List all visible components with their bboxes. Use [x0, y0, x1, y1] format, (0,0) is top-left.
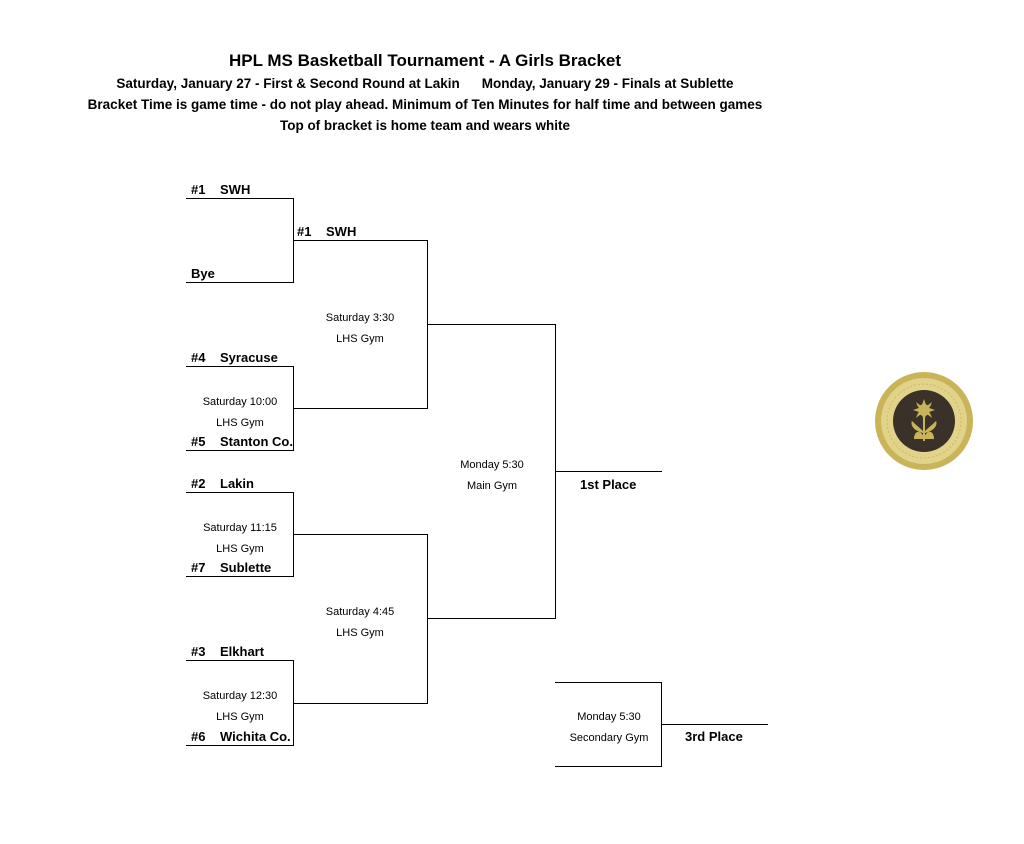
team-seed: #1: [191, 182, 206, 197]
bracket-line: [661, 724, 768, 725]
bracket-line: [293, 703, 428, 704]
bracket-line: [555, 682, 662, 683]
bracket-line: [186, 282, 294, 283]
team-seed: #3: [191, 644, 206, 659]
game-info: Saturday 10:00 LHS Gym: [192, 396, 288, 438]
game-site: Secondary Gym: [569, 732, 649, 744]
game-site: LHS Gym: [216, 417, 264, 429]
team-slot: #7 Sublette: [191, 560, 271, 575]
team-seed: #5: [191, 434, 206, 449]
team-name: Syracuse: [220, 350, 278, 365]
hi-plains-league-logo: [874, 371, 974, 476]
team-slot: #1 SWH: [191, 182, 250, 197]
game-info: Saturday 3:30 LHS Gym: [312, 312, 408, 354]
team-slot: #6 Wichita Co.: [191, 729, 291, 744]
bracket-line: [186, 492, 294, 493]
team-name: SWH: [220, 182, 251, 197]
game-site: LHS Gym: [336, 627, 384, 639]
game-time: Saturday 11:15: [203, 522, 277, 534]
team-slot: #4 Syracuse: [191, 350, 278, 365]
bracket-line: [555, 471, 662, 472]
team-slot: #2 Lakin: [191, 476, 254, 491]
bracket-line: [427, 324, 556, 325]
home-team-note: Top of bracket is home team and wears wh…: [279, 118, 571, 133]
first-place-label: 1st Place: [580, 477, 637, 492]
game-info: Monday 5:30 Secondary Gym: [556, 711, 662, 753]
team-name: Sublette: [220, 560, 272, 575]
bracket-line: [186, 450, 294, 451]
game-time: Monday 5:30: [577, 711, 641, 723]
game-time: Saturday 3:30: [325, 312, 395, 324]
game-info: Monday 5:30 Main Gym: [444, 459, 540, 501]
game-time: Monday 5:30: [460, 459, 524, 471]
bracket-rules: Bracket Time is game time - do not play …: [87, 97, 763, 112]
game-site: LHS Gym: [216, 543, 264, 555]
game-site: LHS Gym: [336, 333, 384, 345]
team-name: Wichita Co.: [220, 729, 291, 744]
team-name: Bye: [191, 266, 215, 281]
game-info: Saturday 12:30 LHS Gym: [192, 690, 288, 732]
bracket-line: [186, 576, 294, 577]
sunflower-emblem-icon: [875, 372, 973, 470]
team-slot: #1 SWH: [297, 224, 356, 239]
bracket-line: [427, 618, 556, 619]
bracket-line: [427, 534, 428, 704]
game-info: Saturday 4:45 LHS Gym: [312, 606, 408, 648]
game-info: Saturday 11:15 LHS Gym: [192, 522, 288, 564]
schedule-first-round: Saturday, January 27 - First & Second Ro…: [116, 76, 460, 91]
schedule-finals: Monday, January 29 - Finals at Sublette: [481, 76, 734, 91]
game-time: Saturday 10:00: [202, 396, 278, 408]
team-seed: #6: [191, 729, 206, 744]
game-time: Saturday 12:30: [202, 690, 278, 702]
bracket-line: [293, 240, 428, 241]
bracket-line: [186, 745, 294, 746]
team-name: Stanton Co.: [220, 434, 293, 449]
team-slot: #3 Elkhart: [191, 644, 264, 659]
team-name: Lakin: [220, 476, 254, 491]
game-time: Saturday 4:45: [325, 606, 395, 618]
team-seed: #4: [191, 350, 206, 365]
team-seed: #2: [191, 476, 206, 491]
team-seed: #1: [297, 224, 312, 239]
third-place-label: 3rd Place: [685, 729, 743, 744]
team-seed: #7: [191, 560, 206, 575]
game-site: LHS Gym: [216, 711, 264, 723]
bracket-line: [186, 660, 294, 661]
bracket-line: [293, 534, 428, 535]
schedule-line: Saturday, January 27 - First & Second Ro…: [0, 76, 850, 91]
bracket-line: [293, 408, 428, 409]
team-slot: Bye: [191, 266, 215, 281]
team-slot: #5 Stanton Co.: [191, 434, 293, 449]
page-title: HPL MS Basketball Tournament - A Girls B…: [228, 51, 622, 70]
team-name: Elkhart: [220, 644, 265, 659]
team-name: SWH: [326, 224, 357, 239]
bracket-line: [186, 198, 294, 199]
bracket-line: [186, 366, 294, 367]
game-site: Main Gym: [466, 480, 518, 492]
bracket-line: [555, 766, 662, 767]
